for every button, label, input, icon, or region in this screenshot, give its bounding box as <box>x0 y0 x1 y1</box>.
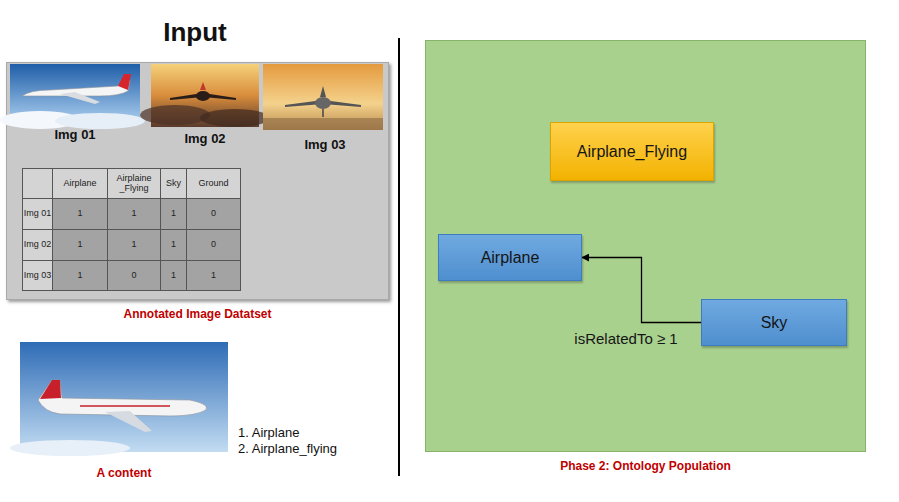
list-item: 1. Airplane <box>238 425 299 440</box>
relation-connector <box>582 258 701 323</box>
table-cell: Airplaine _Flying <box>107 168 161 199</box>
table-cell: 0 <box>107 260 161 291</box>
photo-img03 <box>263 64 383 130</box>
table-cell: 1 <box>186 260 241 291</box>
table-cell: 1 <box>52 260 108 291</box>
image-label: Img 03 <box>304 137 345 152</box>
table-cell: 1 <box>160 198 187 230</box>
image-label: Img 02 <box>184 131 225 146</box>
photo-img01 <box>0 64 145 129</box>
table-cell: Img 01 <box>22 198 53 230</box>
table-cell: Img 02 <box>22 229 53 261</box>
divider-line <box>398 38 400 476</box>
table-cell: 1 <box>160 260 187 291</box>
ontology-panel: Phase 2: Ontology PopulationAirplane_Fly… <box>425 40 866 452</box>
panel-caption: Phase 2: Ontology Population <box>386 459 899 473</box>
table-cell: Img 03 <box>22 260 53 291</box>
table-cell: 1 <box>160 229 187 261</box>
table-cell: 1 <box>52 229 108 261</box>
diagram-title: Input <box>163 17 227 48</box>
table-cell: Airplane <box>52 168 108 199</box>
class-name: Airplane <box>481 249 540 267</box>
table-cell: 1 <box>52 198 108 230</box>
table-cell: 0 <box>186 229 241 261</box>
table-corner-cell <box>22 168 53 199</box>
list-item: 2. Airplane_flying <box>238 441 337 456</box>
table-cell: 1 <box>107 198 161 230</box>
class-name: Airplane_Flying <box>577 143 687 161</box>
class-name: Sky <box>761 314 788 332</box>
class-box: Sky <box>701 299 847 346</box>
image-label: Img 01 <box>54 127 95 142</box>
relation-label: isRelatedTo ≥ 1 <box>574 330 677 347</box>
image-caption: A content <box>97 466 152 480</box>
class-box: Airplane_Flying <box>550 122 714 181</box>
table-cell: 0 <box>186 198 241 230</box>
table-cell: Sky <box>160 168 187 199</box>
photo-content <box>10 342 228 456</box>
class-box: Airplane <box>438 234 582 281</box>
panel-caption: Annotated Image Datatset <box>0 307 428 321</box>
photo-img02 <box>140 64 270 127</box>
table-cell: Ground <box>186 168 241 199</box>
table-cell: 1 <box>107 229 161 261</box>
